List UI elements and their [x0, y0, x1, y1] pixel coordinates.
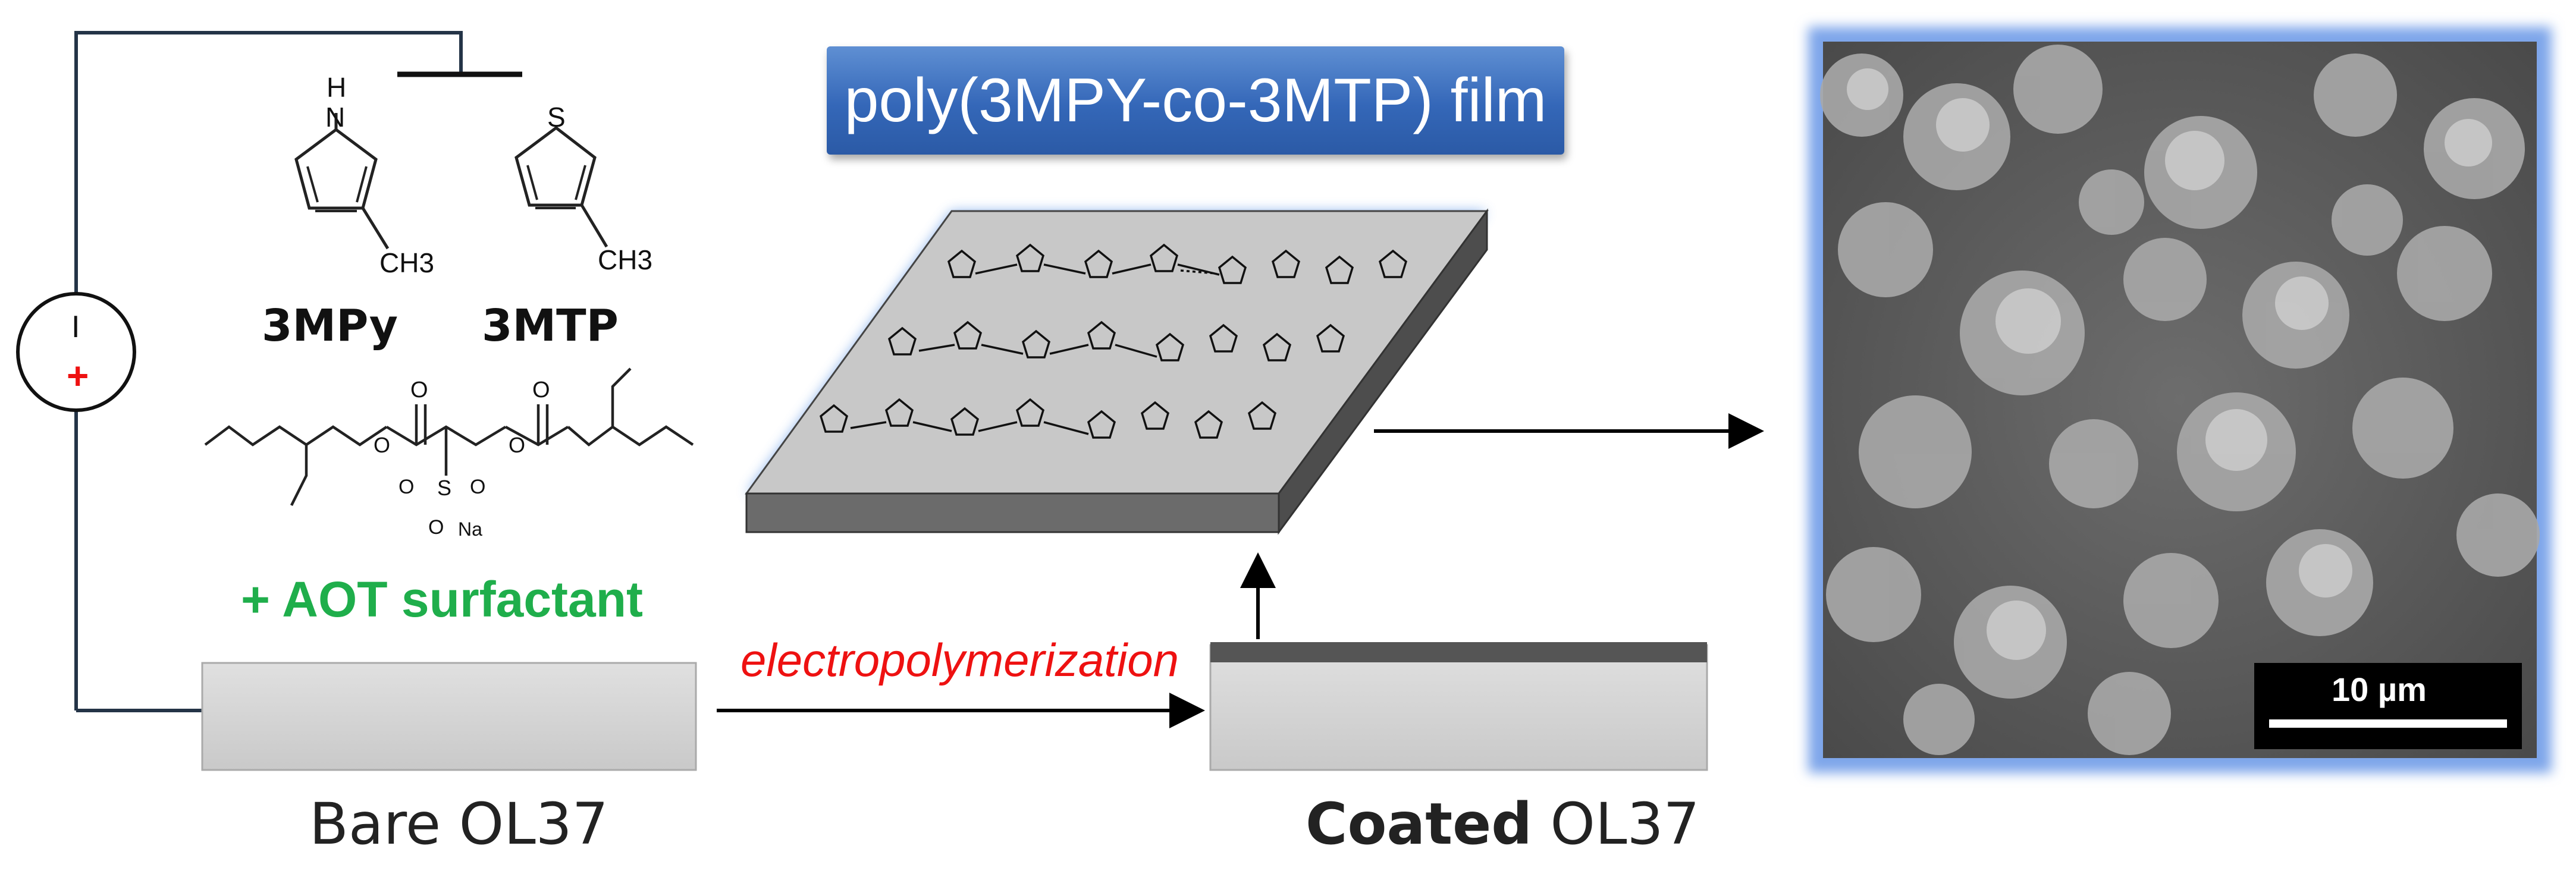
thiophene-ch3-label: CH3	[598, 244, 653, 275]
film-banner: poly(3MPY-co-3MTP) film	[827, 46, 1564, 155]
power-source-icon	[16, 292, 136, 412]
aot-o-label-6: O	[470, 476, 486, 498]
aot-o-label-4: O	[509, 433, 526, 457]
chain-row-2	[887, 320, 1345, 361]
pyrrole-n-label: N	[325, 102, 346, 133]
aot-o-label-5: O	[399, 476, 415, 498]
monomer-name-3mpy: 3MPy	[262, 300, 398, 351]
sem-image	[1808, 27, 2552, 773]
3mtp-structure	[514, 125, 608, 248]
film-slab	[745, 208, 1489, 535]
aot-structure	[204, 367, 694, 507]
coated-substrate	[1209, 644, 1708, 771]
thiophene-s-label: S	[547, 102, 566, 133]
aot-s-label: S	[437, 476, 452, 500]
aot-o-label-3: O	[374, 433, 391, 457]
aot-o-label-2: O	[532, 378, 550, 403]
chain-row-3	[819, 398, 1277, 439]
monomer-name-3mtp: 3MTP	[482, 300, 619, 351]
sem-scale-line	[2269, 719, 2507, 728]
pyrrole-ch3-label: CH3	[379, 247, 435, 278]
bare-label: Bare OL37	[309, 791, 608, 857]
coated-label-bold: Coated	[1306, 791, 1532, 857]
coating-layer	[1210, 642, 1707, 662]
aot-o-label-7: O	[428, 516, 444, 539]
film-banner-text: poly(3MPY-co-3MTP) film	[844, 65, 1547, 135]
power-source-plus-symbol: +	[67, 354, 89, 397]
coated-label: Coated OL37	[1306, 791, 1700, 857]
pyrrole-h-label: H	[327, 72, 347, 103]
sem-scale-text: 10 µm	[2332, 671, 2427, 708]
bare-substrate	[201, 662, 697, 771]
circuit-wire	[74, 31, 522, 712]
surfactant-label: + AOT surfactant	[241, 571, 644, 627]
power-source-top-symbol: I	[71, 310, 80, 344]
aot-o-label-1: O	[410, 378, 428, 403]
process-label: electropolymerization	[741, 634, 1179, 686]
aot-na-label: Na	[458, 518, 482, 540]
sem-scale-bar: 10 µm	[2254, 663, 2522, 749]
polymer-chains	[819, 243, 1408, 439]
3mpy-structure	[294, 113, 390, 250]
coated-label-rest: OL37	[1532, 791, 1700, 857]
chain-row-1	[947, 243, 1408, 284]
